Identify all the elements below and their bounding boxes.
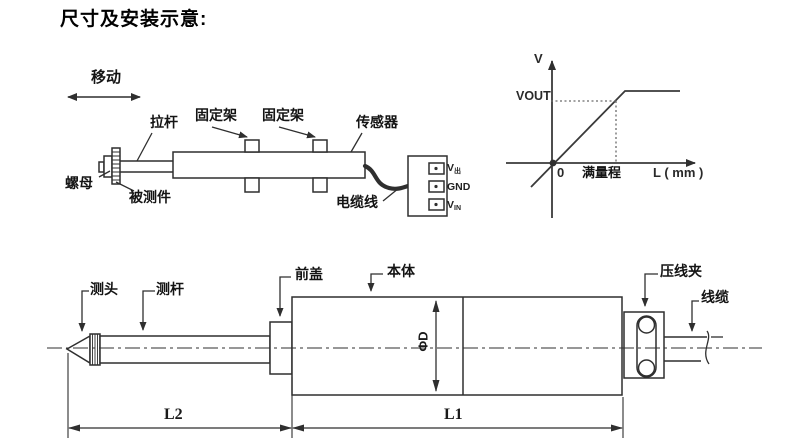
cable-stub-label: 线缆 bbox=[701, 289, 729, 305]
cable-clamp-label: 压线夹 bbox=[660, 263, 702, 279]
bracket1-leader bbox=[211, 126, 248, 139]
output-graph bbox=[506, 60, 696, 218]
bracket-top-2 bbox=[312, 139, 328, 153]
response-curve bbox=[530, 90, 680, 188]
bracket-top-1 bbox=[244, 139, 260, 153]
vout-label: VOUT bbox=[516, 89, 551, 103]
probe-rod-leader bbox=[139, 290, 155, 331]
probe-tip-leader bbox=[78, 290, 89, 332]
l1-label: L1 bbox=[444, 406, 463, 423]
origin-dot bbox=[549, 159, 557, 167]
cable-label: 电缆线 bbox=[336, 194, 378, 210]
motion-label: 移动 bbox=[91, 69, 122, 86]
front-cover-leader bbox=[276, 276, 291, 317]
nut-leader bbox=[98, 170, 111, 178]
probe-tip-label: 测头 bbox=[90, 281, 118, 297]
cable-clamp-leader bbox=[641, 273, 658, 307]
probe-rod-label: 测杆 bbox=[156, 281, 184, 297]
probe-tip-cone bbox=[65, 334, 91, 365]
measured-part bbox=[111, 147, 121, 185]
body-leader bbox=[367, 273, 383, 292]
diameter-label: ΦD bbox=[415, 331, 431, 352]
sensor-main-body bbox=[291, 296, 623, 396]
sensor-body bbox=[172, 151, 366, 179]
body-label: 本体 bbox=[387, 263, 415, 279]
nut-label: 螺母 bbox=[65, 175, 93, 191]
x-axis-label: L ( mm ) bbox=[653, 165, 704, 180]
dimension-drawing bbox=[47, 273, 762, 438]
pull-rod-leader bbox=[136, 132, 153, 162]
measured-part-leader bbox=[115, 181, 135, 192]
l2-label: L2 bbox=[164, 406, 183, 423]
full-scale-label: 满量程 bbox=[582, 165, 622, 180]
measured-part-label: 被测件 bbox=[129, 189, 171, 205]
clamp-screw-top bbox=[637, 316, 656, 334]
bracket1-label: 固定架 bbox=[195, 107, 237, 123]
sensor-leader bbox=[350, 132, 363, 153]
clamp-screw-bottom bbox=[637, 359, 656, 377]
installation-drawing bbox=[67, 93, 448, 217]
measured-part-hatch bbox=[112, 151, 120, 181]
pin-label-gnd: GND bbox=[447, 181, 471, 193]
bracket2-leader bbox=[278, 126, 316, 139]
pin-label-vin: VIN bbox=[447, 199, 462, 212]
bracket-bottom-2 bbox=[312, 177, 328, 193]
cable-stub-leader bbox=[688, 300, 699, 332]
sensor-label: 传感器 bbox=[356, 114, 398, 130]
probe-rod bbox=[99, 335, 271, 364]
bracket-bottom-1 bbox=[244, 177, 260, 193]
origin-label: 0 bbox=[557, 165, 565, 180]
front-cover-label: 前盖 bbox=[295, 266, 323, 282]
cable-curve bbox=[362, 163, 411, 191]
pull-rod bbox=[118, 160, 175, 173]
pull-rod-label: 拉杆 bbox=[150, 114, 178, 130]
bracket2-label: 固定架 bbox=[262, 107, 304, 123]
y-axis-label: V bbox=[534, 51, 543, 66]
pin-label-vout: V出 bbox=[447, 162, 462, 175]
probe-knurl-hatch bbox=[92, 334, 98, 365]
page-title: 尺寸及安装示意: bbox=[60, 9, 208, 30]
cable-break bbox=[705, 330, 710, 365]
